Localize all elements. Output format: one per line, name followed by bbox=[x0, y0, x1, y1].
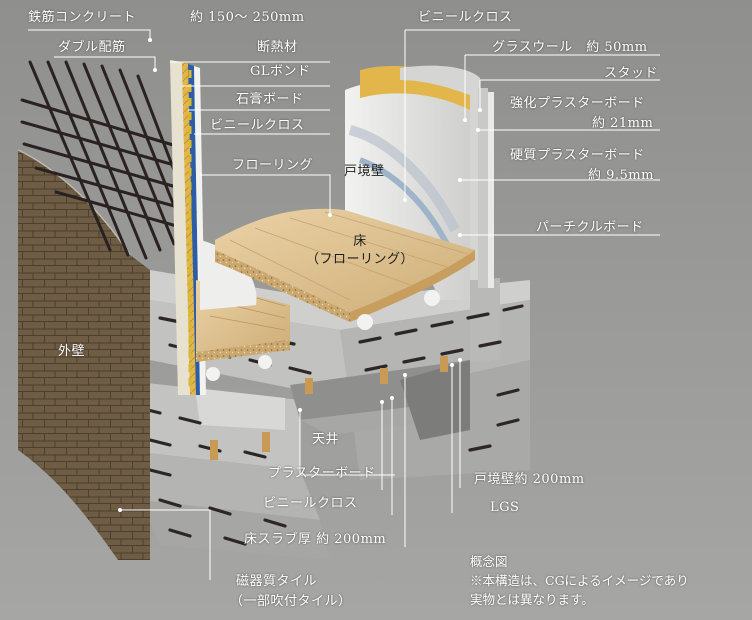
label-tile-sub: （一部吹付タイル） bbox=[230, 594, 352, 609]
double-rebar-mesh bbox=[20, 60, 200, 260]
label-vinyl-cloth-bottom: ビニールクロス bbox=[263, 496, 358, 511]
label-unit-wall-thickness: 戸境壁約 200mm bbox=[474, 472, 585, 487]
label-exterior-wall: 外壁 bbox=[58, 344, 86, 359]
label-floor-sub: （フローリング） bbox=[305, 252, 414, 267]
label-stud: スタッド bbox=[604, 66, 659, 81]
leader-lines bbox=[28, 29, 660, 580]
note-title: 概念図 bbox=[470, 554, 508, 569]
concept-note: 概念図 ※本構造は、CGによるイメージであり 実物とは異なります。 bbox=[470, 552, 689, 609]
label-particle-board: パーチクルボード bbox=[536, 220, 644, 235]
leader-dots bbox=[118, 38, 482, 512]
label-ceiling: 天井 bbox=[312, 432, 340, 447]
label-lgs: LGS bbox=[490, 500, 520, 515]
label-hard-plaster-thickness: 約 9.5mm bbox=[588, 168, 654, 183]
label-hard-plaster: 硬質プラスターボード bbox=[510, 148, 645, 163]
label-rebar-concrete: 鉄筋コンクリート bbox=[28, 10, 137, 25]
label-unit-wall: 戸境壁 bbox=[344, 164, 385, 179]
label-plaster-board: プラスターボード bbox=[268, 466, 376, 481]
label-reinforced-plaster: 強化プラスターボード bbox=[510, 96, 645, 111]
label-double-rebar: ダブル配筋 bbox=[58, 40, 126, 55]
label-insulation: 断熱材 bbox=[257, 40, 298, 55]
lower-flooring bbox=[196, 240, 290, 381]
note-line1: ※本構造は、CGによるイメージであり bbox=[470, 573, 689, 588]
label-concrete-thickness: 約 150～ 250mm bbox=[190, 10, 305, 25]
label-flooring: フローリング bbox=[232, 158, 314, 173]
label-tile: 磁器質タイル bbox=[236, 574, 318, 589]
label-vinyl-cloth-left: ビニールクロス bbox=[210, 118, 305, 133]
ceiling-joists bbox=[210, 356, 448, 460]
exterior-tile-wall bbox=[17, 149, 150, 560]
label-glass-wool: グラスウール 約 50mm bbox=[492, 40, 648, 55]
label-gl-bond: GLボンド bbox=[250, 64, 311, 79]
label-gypsum-board: 石膏ボード bbox=[236, 92, 304, 107]
label-slab-thickness: 床スラブ厚 約 200mm bbox=[244, 532, 387, 547]
label-floor-title: 床 bbox=[353, 234, 367, 249]
label-vinyl-cloth-top: ビニールクロス bbox=[418, 10, 513, 25]
main-floor bbox=[215, 208, 475, 330]
label-reinforced-plaster-thickness: 約 21mm bbox=[592, 116, 654, 131]
note-line2: 実物とは異なります。 bbox=[470, 592, 594, 607]
